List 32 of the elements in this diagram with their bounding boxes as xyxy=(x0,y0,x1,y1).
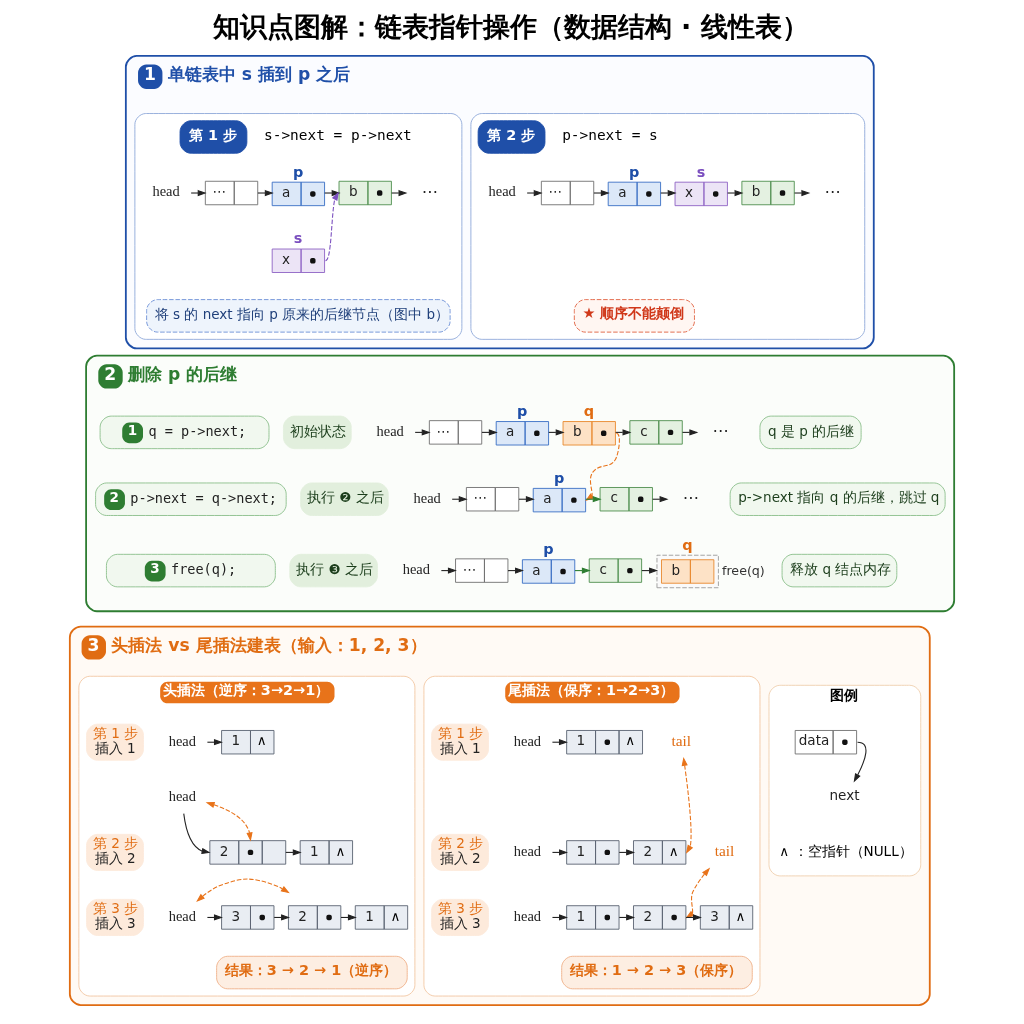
node-label: q xyxy=(583,402,595,419)
node-label: s xyxy=(696,163,706,180)
node-text: head xyxy=(168,787,197,804)
node-text: head xyxy=(152,183,180,200)
node-label: s xyxy=(293,230,303,247)
node-text: head xyxy=(376,422,404,439)
node-text: head xyxy=(413,489,441,506)
node-text: ⋯ xyxy=(421,181,438,201)
label: p->next = s xyxy=(562,127,658,144)
node-text: head xyxy=(513,842,542,859)
node-label: p xyxy=(554,469,565,486)
node-text: next xyxy=(829,787,860,804)
node-text: head xyxy=(402,561,430,578)
node-label: p xyxy=(628,163,640,180)
node-text: tail xyxy=(714,842,735,860)
node-label: p xyxy=(292,163,304,180)
node-text: head xyxy=(488,183,516,200)
label: ∧ ：空指针（NULL） xyxy=(779,842,913,859)
node-text: head xyxy=(513,732,542,749)
node-label: free(q) xyxy=(722,562,765,578)
node-text: head xyxy=(168,907,197,924)
diagram-title: 知识点图解：链表指针操作（数据结构 · 线性表） xyxy=(212,11,809,43)
node-label: q xyxy=(682,536,693,553)
node-text: ⋯ xyxy=(712,421,729,441)
node-text: ⋯ xyxy=(682,488,699,508)
label: s->next = p->next xyxy=(264,127,412,144)
node-text: ⋯ xyxy=(824,181,841,201)
node-label: p xyxy=(543,541,554,558)
node-text: head xyxy=(168,732,197,749)
node-label: p xyxy=(516,402,528,419)
node-text: tail xyxy=(671,731,692,749)
node-text: head xyxy=(513,907,542,924)
